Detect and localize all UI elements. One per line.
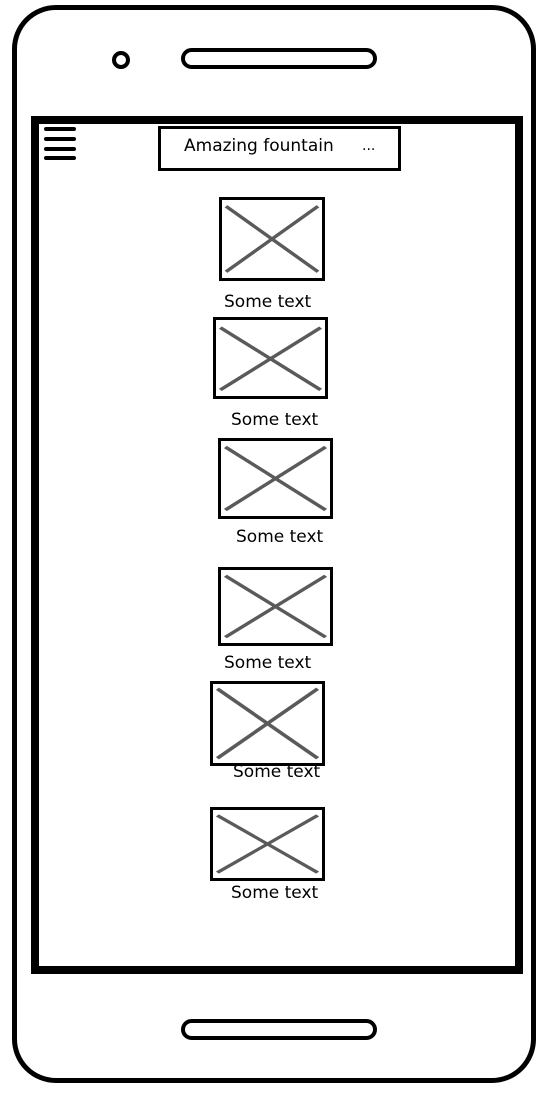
menu-line [44, 127, 76, 131]
list-item-label: Some text [224, 292, 312, 312]
page-title: Amazing fountain [184, 136, 334, 156]
speaker-slot [181, 48, 377, 69]
menu-line [44, 156, 76, 160]
list-item-label: Some text [233, 762, 321, 782]
list-item-label: Some text [224, 653, 312, 673]
image-placeholder-icon[interactable] [219, 197, 325, 281]
list-item-label: Some text [236, 527, 324, 547]
menu-line [44, 137, 76, 141]
list-item-label: Some text [231, 883, 319, 903]
list-item-label: Some text [231, 410, 319, 430]
menu-line [44, 147, 76, 151]
hamburger-menu-icon[interactable] [44, 127, 78, 161]
title-box[interactable] [158, 126, 401, 171]
home-button[interactable] [181, 1019, 377, 1040]
image-placeholder-icon[interactable] [210, 681, 325, 766]
image-placeholder-icon[interactable] [210, 807, 325, 881]
title-ellipsis: ... [362, 138, 376, 154]
phone-frame [12, 5, 536, 1083]
image-placeholder-icon[interactable] [213, 317, 328, 399]
image-placeholder-icon[interactable] [218, 567, 333, 646]
image-placeholder-icon[interactable] [218, 438, 333, 519]
camera-icon [112, 51, 130, 69]
